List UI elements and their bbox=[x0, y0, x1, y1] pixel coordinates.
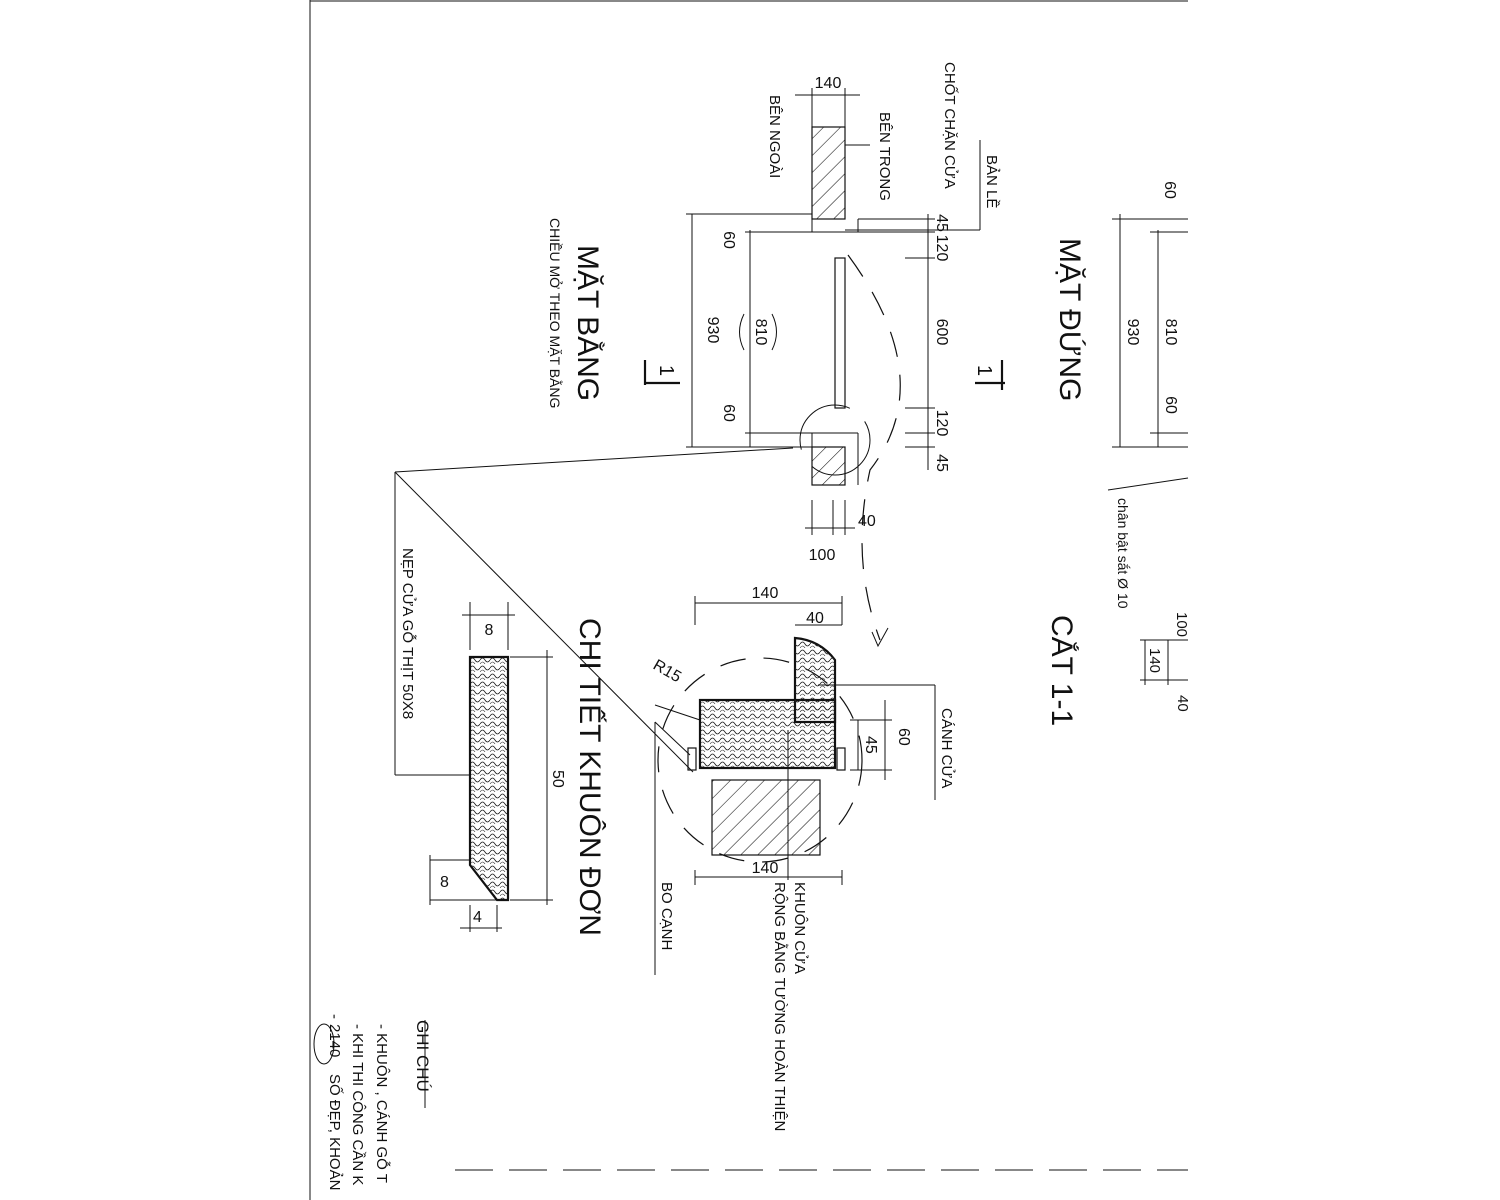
plan-detail-leader-a bbox=[394, 447, 794, 473]
plan-dim-60-top: 60 bbox=[720, 231, 737, 249]
notes-number-circle bbox=[313, 1023, 335, 1065]
label-edge-round: BO CẠNH bbox=[658, 882, 675, 950]
label-door-stop: CHỐT CHẶN CỬA bbox=[941, 62, 959, 189]
elev-dim-60-bot: 60 bbox=[1162, 396, 1179, 414]
plan-dim-40: 40 bbox=[858, 513, 876, 530]
elevation-view: MẶT ĐỨNG 1 60 930 810 60 chân bật sắt Ø … bbox=[973, 181, 1189, 609]
plan-dim-45-top: 45 bbox=[933, 214, 950, 232]
plan-dim-top: 140 bbox=[815, 75, 842, 92]
radius-leader bbox=[654, 704, 701, 721]
trim-dim-chamfer-8: 8 bbox=[440, 874, 449, 891]
trim-dim-chamfer-4: 4 bbox=[473, 909, 482, 926]
section-dim-100: 100 bbox=[1173, 612, 1190, 637]
plan-detail-circle bbox=[799, 404, 871, 476]
detail-dim-60: 60 bbox=[895, 728, 912, 746]
label-frame-width: RỘNG BẰNG TƯỜNG HOÀN THIỆN bbox=[771, 882, 789, 1131]
plan-jamb-top-hatch bbox=[812, 127, 845, 219]
notes-line-3-text: SỐ ĐẸP, KHOẢN bbox=[326, 1074, 344, 1190]
notes-heading: GHI CHÚ bbox=[413, 1020, 432, 1092]
section-title: CẮT 1-1 bbox=[1045, 615, 1079, 726]
plan-swing-arc bbox=[847, 254, 901, 641]
notes-line-3-number: 2140 bbox=[326, 1024, 343, 1057]
plan-door-leaf bbox=[834, 257, 846, 409]
frame-detail: 140 40 140 60 45 CÁNH CỬA KHUÔN CỬA RỘNG… bbox=[573, 585, 956, 1131]
swing-arrow-icon bbox=[871, 627, 889, 648]
plan-dim-60-bot: 60 bbox=[720, 404, 737, 422]
sheet-border bbox=[309, 0, 1188, 1200]
plan-dim-45-bot: 45 bbox=[933, 454, 950, 472]
plan-dim-120-top: 120 bbox=[933, 235, 950, 262]
label-trim: NẸP CỬA GỖ THỊT 50X8 bbox=[399, 548, 417, 719]
plan-section-mark: 1 bbox=[643, 360, 680, 385]
svg-text:1: 1 bbox=[973, 365, 995, 376]
notes-line-2: - KHI THI CÔNG CẦN K bbox=[349, 1024, 366, 1185]
label-door-leaf: CÁNH CỬA bbox=[938, 708, 956, 788]
detail-dim-140-bottom: 140 bbox=[752, 860, 779, 877]
section-view: CẮT 1-1 100 140 40 bbox=[1045, 612, 1191, 726]
detail-circle bbox=[657, 657, 863, 863]
plan-dim-120-bot: 120 bbox=[933, 410, 950, 437]
notes-block: GHI CHÚ - KHUÔN , CÁNH GỖ T - KHI THI CÔ… bbox=[313, 1014, 432, 1190]
elev-section-mark: 1 bbox=[973, 360, 1005, 390]
trim-dim-50: 50 bbox=[549, 770, 566, 788]
label-hinge: BẢN LỀ bbox=[983, 155, 1000, 208]
detail-dim-140-top: 140 bbox=[752, 585, 779, 602]
plan-detail-leader-b bbox=[394, 471, 694, 773]
elevation-title: MẶT ĐỨNG bbox=[1053, 238, 1086, 401]
plan-dim-100: 100 bbox=[809, 547, 836, 564]
elev-dim-930: 930 bbox=[1124, 319, 1141, 346]
trim-dim-8: 8 bbox=[485, 622, 494, 639]
plan-jamb-bottom-hatch bbox=[812, 447, 845, 485]
label-door-frame: KHUÔN CỬA bbox=[791, 882, 809, 974]
section-dim-40: 40 bbox=[1174, 695, 1191, 712]
section-dim-140: 140 bbox=[1146, 648, 1163, 673]
edge-leader bbox=[654, 721, 691, 756]
trim-body bbox=[470, 657, 508, 900]
label-radius: R15 bbox=[650, 657, 684, 686]
detail-dim-45: 45 bbox=[862, 736, 879, 754]
label-anchor: chân bật sắt Ø 10 bbox=[1115, 498, 1131, 609]
label-outside: BÊN NGOÀI bbox=[766, 95, 783, 178]
elev-dim-60-top: 60 bbox=[1161, 181, 1178, 199]
plan-subtitle: CHIỀU MỞ THEO MẶT BẰNG bbox=[547, 218, 564, 408]
plan-title: MẶT BẰNG bbox=[571, 245, 605, 401]
detail-title: CHI TIẾT KHUÔN ĐƠN bbox=[573, 618, 607, 936]
label-inside: BÊN TRONG bbox=[876, 112, 893, 201]
plan-view: 140 930 60 810 60 45 120 600 120 45 40 1… bbox=[394, 62, 1000, 773]
svg-text:1: 1 bbox=[655, 365, 677, 376]
trim-detail: 8 50 8 4 NẸP CỬA GỖ THỊT 50X8 bbox=[394, 472, 566, 932]
plan-dim-930: 930 bbox=[704, 317, 721, 344]
notes-line-3-dash: - bbox=[326, 1014, 343, 1019]
plan-dim-600: 600 bbox=[933, 319, 950, 346]
elev-dim-810: 810 bbox=[1162, 319, 1179, 346]
plan-dim-810: 810 bbox=[752, 319, 769, 346]
notes-line-1: - KHUÔN , CÁNH GỖ T bbox=[373, 1024, 391, 1183]
detail-dim-40: 40 bbox=[806, 610, 824, 627]
plan-dim-810-bracket bbox=[739, 313, 745, 351]
